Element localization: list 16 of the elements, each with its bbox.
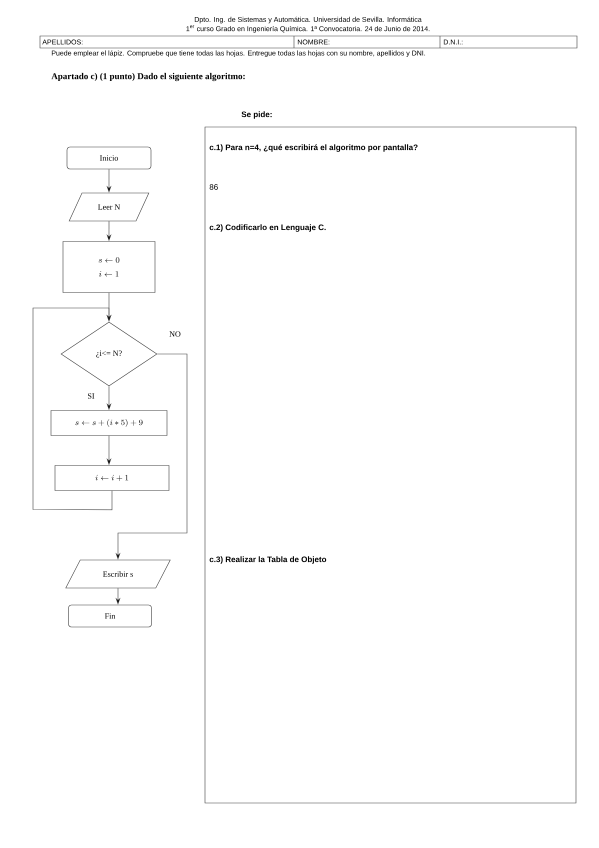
start-end-box: Inicio	[66, 146, 152, 170]
question-text: c.2) Codificarlo en Lenguaje C.	[210, 224, 326, 232]
input-output-parallelogram: Leer N	[68, 192, 150, 222]
edge-label: SI	[86, 392, 96, 400]
start-end-box: Fin	[68, 604, 152, 628]
section-title: Apartado c) (1 punto) Dado el siguiente algoritmo:	[51, 72, 245, 82]
input-output-parallelogram: Escribir s	[65, 560, 171, 588]
process-box: $s \leftarrow 0$ $i \leftarrow 1$	[62, 241, 156, 293]
question-text: c.3) Realizar la Tabla de Objeto	[210, 556, 326, 564]
heading-text: Se pide:	[242, 111, 272, 119]
arrow	[32, 308, 112, 510]
process-box: $i \leftarrow i + 1$	[54, 465, 170, 491]
process-box: $s \leftarrow s + (i * 5) + 9$	[50, 410, 168, 436]
edge-label: NO	[168, 330, 182, 338]
answer-text: 86	[210, 184, 218, 190]
question-text: c.1) Para n=4, ¿qué escribirá el algoritmo por pantalla?	[210, 144, 418, 152]
